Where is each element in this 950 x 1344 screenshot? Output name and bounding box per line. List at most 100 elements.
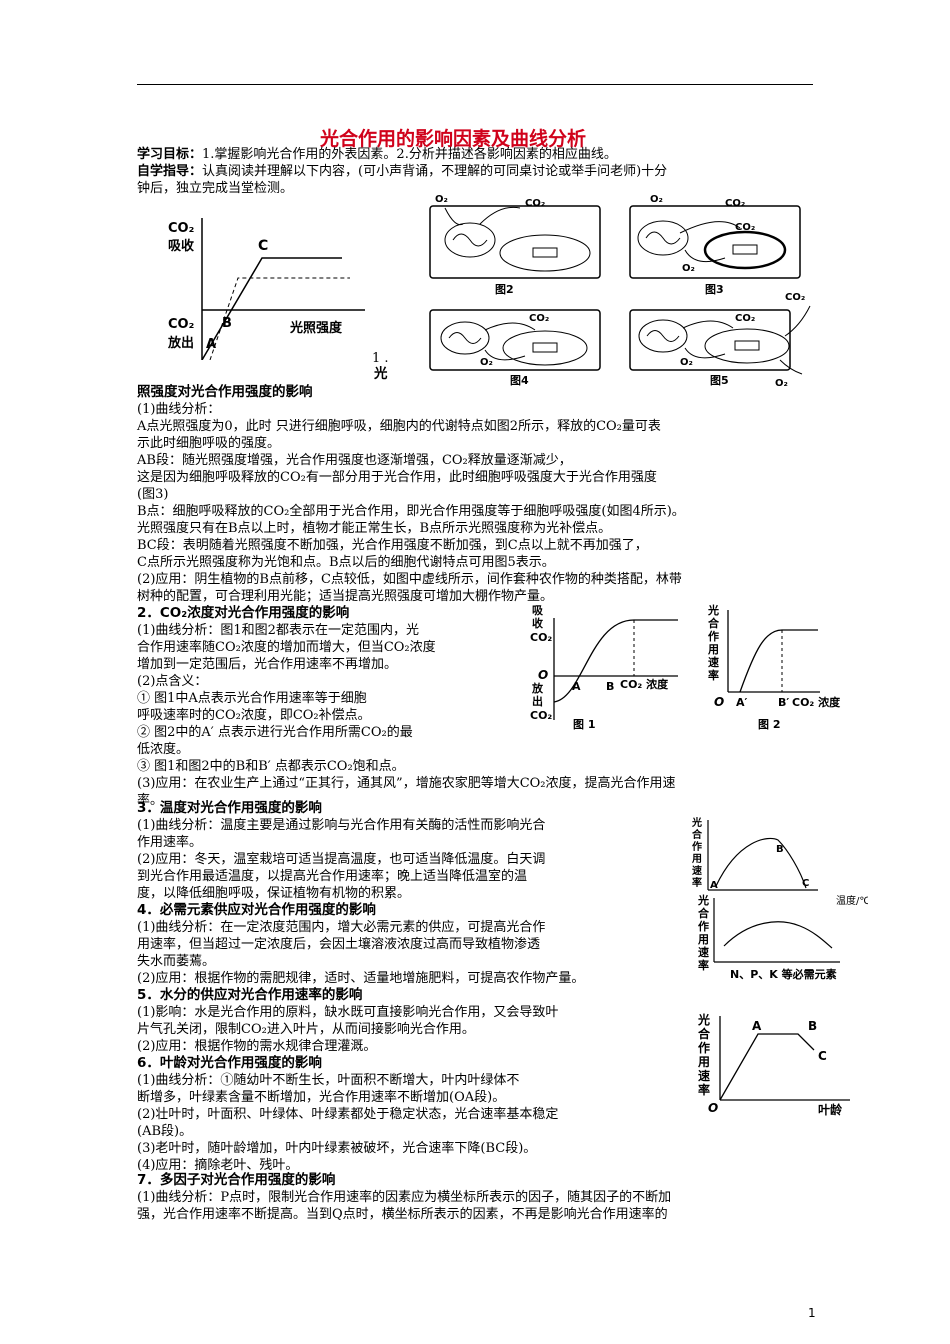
sec3-line: 到光合作用最适温度，以提高光合作用速率；晚上适当降低温室的温 <box>137 869 528 884</box>
svg-text:图 1: 图 1 <box>573 718 595 731</box>
svg-text:放: 放 <box>531 681 544 695</box>
svg-text:A: A <box>710 880 718 891</box>
sec1-line: B点：细胞呼吸释放的CO₂全部用于光合作用，即光合作用强度等于细胞呼吸强度(如图… <box>137 504 685 519</box>
sec6-line: (1)曲线分析：①随幼叶不断生长，叶面积不断增大，叶内叶绿体不 <box>137 1073 520 1088</box>
svg-text:合: 合 <box>708 616 720 630</box>
svg-text:C: C <box>802 878 809 889</box>
svg-text:用: 用 <box>697 1055 710 1069</box>
sec1-num2: 光 <box>374 366 388 382</box>
light-curve-diagram: CO₂ 吸收 CO₂ 放出 C B A 光照强度 <box>167 218 365 360</box>
svg-text:合: 合 <box>698 906 710 920</box>
sec1-line: 光照强度只有在B点以上时，植物才能正常生长，B点所示光照强度称为光补偿点。 <box>137 521 612 536</box>
svg-text:C: C <box>818 1049 827 1063</box>
svg-text:O₂: O₂ <box>480 357 493 368</box>
svg-text:光: 光 <box>697 893 709 907</box>
svg-text:O₂: O₂ <box>680 357 693 368</box>
svg-text:图3: 图3 <box>705 283 724 296</box>
sec3-line: 度，以降低细胞呼吸，保证植物有机物的积累。 <box>137 886 411 901</box>
svg-text:O₂: O₂ <box>682 263 695 274</box>
fig1-A: A <box>206 337 216 352</box>
sec7-line: 强，光合作用速率不断提高。当到Q点时，横坐标所表示的因素，不再是影响光合作用速率… <box>137 1207 668 1222</box>
sec3-heading: 3．温度对光合作用强度的影响 <box>137 800 322 816</box>
sec6-line: (3)老叶时，随叶龄增加，叶内叶绿素被破坏，光合速率下降(BC段)。 <box>137 1141 537 1156</box>
sec1-num: 1 . <box>372 351 389 366</box>
svg-text:图4: 图4 <box>510 374 529 387</box>
sec5-line: 片气孔关闭，限制CO₂进入叶片，从而间接影响光合作用。 <box>137 1022 475 1037</box>
svg-text:光: 光 <box>691 816 702 829</box>
svg-text:用: 用 <box>708 643 719 656</box>
svg-text:CO₂: CO₂ <box>735 313 755 324</box>
sec6-line: (4)应用：摘除老叶、残叶。 <box>137 1158 299 1173</box>
sec1-line: C点所示光照强度称为光饱和点。B点以后的细胞代谢特点可用图5表示。 <box>137 555 555 570</box>
guide-line-2: 钟后，独立完成当堂检测。 <box>137 181 294 196</box>
sec2-heading: 2．CO₂浓度对光合作用强度的影响 <box>137 605 350 621</box>
sec3-line: (1)曲线分析：温度主要是通过影响与光合作用有关酶的活性而影响光合 <box>137 818 546 833</box>
leaf-age-graph: 光 合 作 用 速 率 O A B C 叶龄 <box>697 1012 850 1117</box>
svg-text:B′: B′ <box>778 696 789 709</box>
sec6-line: (AB段)。 <box>137 1124 193 1139</box>
fig1-ytop: CO₂ <box>168 221 194 236</box>
sec1-line: (图3) <box>137 487 169 502</box>
svg-text:率: 率 <box>698 1082 710 1097</box>
svg-text:CO₂: CO₂ <box>785 292 805 303</box>
svg-text:N、P、K 等必需元素: N、P、K 等必需元素 <box>730 967 837 981</box>
sec7-line: (1)曲线分析：P点时，限制光合作用速率的因素应为横坐标所表示的因子，随其因子的… <box>137 1190 672 1205</box>
fig1-xlabel: 光照强度 <box>289 320 343 336</box>
svg-text:吸: 吸 <box>532 604 544 617</box>
sec1-line: BC段：表明随着光照强度不断加强，光合作用强度不断加强，到C点以上就不再加强了， <box>137 538 648 553</box>
goal-line: 学习目标：1.掌握影响光合作用的外表因素。2.分析并描述各影响因素的相应曲线。 <box>137 147 617 162</box>
sec2-line: 呼吸速率时的CO₂浓度，即CO₂补偿点。 <box>137 708 371 723</box>
fig1-B: B <box>222 316 232 331</box>
sec1-line: (2)应用：阴生植物的B点前移，C点较低，如图中虚线所示，间作套种农作物的种类搭… <box>137 572 682 587</box>
svg-text:CO₂: CO₂ <box>530 709 552 722</box>
svg-text:CO₂: CO₂ <box>725 198 745 209</box>
sec1-line: A点光照强度为0，此时 只进行细胞呼吸，细胞内的代谢特点如图2所示，释放的CO₂… <box>137 419 661 434</box>
svg-text:收: 收 <box>532 616 543 630</box>
svg-text:B: B <box>776 844 784 855</box>
svg-text:CO₂ 浓度: CO₂ 浓度 <box>792 695 841 709</box>
sec2-line: (2)点含义： <box>137 674 208 689</box>
svg-text:速: 速 <box>692 864 702 877</box>
sec1-heading: 照强度对光合作用强度的影响 <box>137 384 313 400</box>
svg-text:图 2: 图 2 <box>758 718 780 731</box>
svg-text:CO₂: CO₂ <box>525 198 545 209</box>
svg-text:速: 速 <box>698 945 709 959</box>
svg-text:温度/℃: 温度/℃ <box>836 894 868 907</box>
svg-text:CO₂: CO₂ <box>529 313 549 324</box>
sec1-line: 树种的配置，可合理利用光能；适当提高光照强度可增加大棚作物产量。 <box>137 589 554 604</box>
page-title: 光合作用的影响因素及曲线分析 <box>320 128 587 150</box>
sec1-line: (1)曲线分析： <box>137 402 221 417</box>
sec5-heading: 5．水分的供应对光合作用速率的影响 <box>137 987 363 1003</box>
sec1-line: 这是因为细胞呼吸释放的CO₂有一部分用于光合作用，此时细胞呼吸强度大于光合作用强… <box>137 470 657 485</box>
svg-text:CO₂: CO₂ <box>735 222 755 233</box>
sec2-line: ① 图1中A点表示光合作用速率等于细胞 <box>137 691 367 706</box>
sec1-line: 示此时细胞呼吸的强度。 <box>137 436 281 451</box>
fig1-ytop2: 吸收 <box>168 238 195 254</box>
svg-text:A: A <box>752 1019 762 1033</box>
sec6-line: (2)壮叶时，叶面积、叶绿体、叶绿素都处于稳定状态，光合速率基本稳定 <box>137 1107 559 1122</box>
svg-text:CO₂ 浓度: CO₂ 浓度 <box>620 677 669 691</box>
sec4-line: 失水而萎蔫。 <box>137 954 216 969</box>
element-graph: 光 合 作 用 速 率 N、P、K 等必需元素 <box>697 893 840 981</box>
co2-graph-1: 吸 收 CO₂ O 放 出 CO₂ A B CO₂ 浓度 图 1 <box>530 604 678 731</box>
svg-text:合: 合 <box>691 828 703 841</box>
svg-text:图2: 图2 <box>495 283 514 296</box>
sec2-line: 合作用速率随CO₂浓度的增加而增大，但当CO₂浓度 <box>137 640 436 655</box>
cell-metabolism-diagrams: O₂ CO₂ 图2 O₂ CO₂ CO₂ O₂ 图3 CO₂ O₂ 图4 CO₂… <box>429 194 811 389</box>
svg-text:作: 作 <box>698 919 709 933</box>
svg-text:A: A <box>572 680 581 693</box>
sec4-heading: 4．必需元素供应对光合作用强度的影响 <box>137 902 376 918</box>
sec4-line: (1)曲线分析：在一定浓度范围内，增大必需元素的供应，可提高光合作 <box>137 920 546 935</box>
svg-text:O: O <box>708 1101 718 1115</box>
sec2-line: 率。 <box>137 793 164 808</box>
svg-text:B: B <box>808 1019 817 1033</box>
svg-text:O₂: O₂ <box>775 378 788 389</box>
sec2-line: (1)曲线分析：图1和图2都表示在一定范围内，光 <box>137 623 419 638</box>
sec6-heading: 6．叶龄对光合作用强度的影响 <box>137 1055 322 1071</box>
svg-text:作: 作 <box>692 840 702 853</box>
svg-text:作: 作 <box>708 629 719 643</box>
svg-text:作: 作 <box>698 1040 710 1055</box>
svg-text:O: O <box>538 668 548 682</box>
svg-text:合: 合 <box>698 1026 711 1041</box>
temperature-graph: 光 合 作 用 速 率 B C A 温度/℃ <box>691 816 868 907</box>
